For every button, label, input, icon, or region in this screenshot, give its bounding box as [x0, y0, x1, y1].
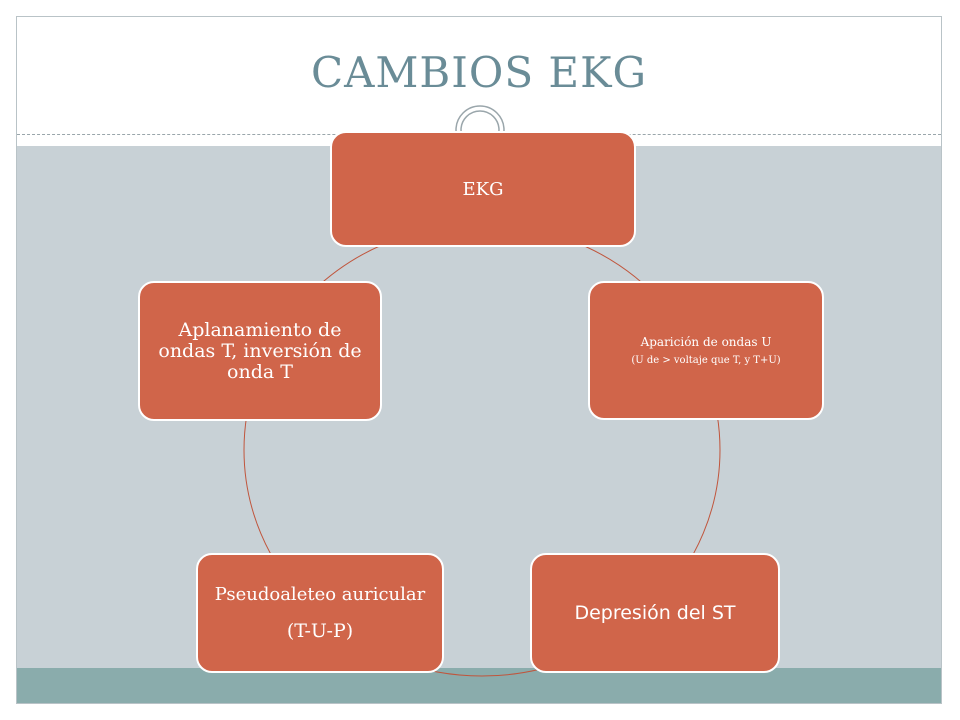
node-ondas-u: Aparición de ondas U (U de > voltaje que…: [588, 281, 824, 420]
node-depresion-st-label: Depresión del ST: [574, 602, 736, 624]
node-aplanamiento: Aplanamiento de ondas T, inversión de on…: [138, 281, 382, 421]
node-depresion-st: Depresión del ST: [530, 553, 780, 673]
slide-frame: [16, 16, 942, 704]
page-title: CAMBIOS EKG: [310, 48, 648, 97]
node-ekg: EKG: [330, 131, 636, 247]
bottom-band: [17, 668, 941, 703]
node-aplanamiento-label: Aplanamiento de ondas T, inversión de on…: [158, 318, 362, 383]
node-pseudoaleteo-title: Pseudoaleteo auricular: [214, 584, 426, 605]
node-pseudoaleteo-detail: (T-U-P): [286, 620, 354, 642]
node-ondas-u-title: Aparición de ondas U: [640, 335, 772, 349]
node-pseudoaleteo: Pseudoaleteo auricular (T-U-P): [196, 553, 444, 673]
node-ondas-u-detail: (U de > voltaje que T, y T+U): [631, 355, 781, 366]
node-ekg-label: EKG: [462, 178, 504, 200]
